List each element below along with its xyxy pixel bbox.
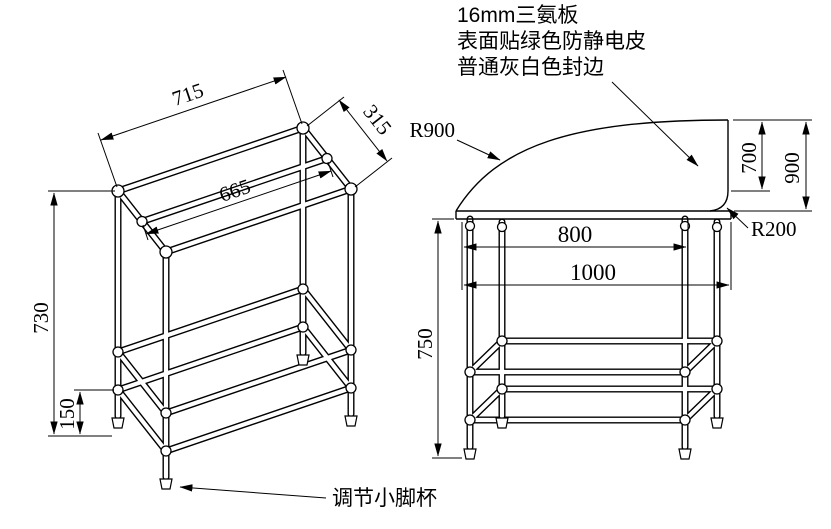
board-note-line-1: 16mm三氨板 xyxy=(457,4,578,27)
dim-label-700: 700 xyxy=(737,142,761,174)
foot-callout-label: 调节小脚杯 xyxy=(332,487,437,510)
dim-label-150: 150 xyxy=(55,398,79,430)
dim-height-730: 730 xyxy=(29,190,115,437)
worktop-profile xyxy=(455,119,732,220)
dim-label-1000: 1000 xyxy=(570,260,616,285)
dim-label-730: 730 xyxy=(29,302,53,334)
dim-depth-900: 900 xyxy=(734,121,812,212)
radius-callout-r200: R200 xyxy=(726,207,797,241)
foot-callout: 调节小脚杯 xyxy=(179,484,437,510)
board-note-line-3: 普通灰白色封边 xyxy=(457,56,604,79)
frame-pipes-fill xyxy=(467,216,720,450)
dim-span-1000: 1000 xyxy=(463,222,732,290)
radius-label-r200: R200 xyxy=(751,217,797,241)
pipe-joints xyxy=(464,220,723,426)
dim-label-900: 900 xyxy=(780,152,804,184)
dim-label-665: 665 xyxy=(216,174,254,207)
adjustable-feet xyxy=(111,354,358,490)
dim-span-800: 800 xyxy=(461,222,689,290)
board-note-callout: 16mm三氨板 表面贴绿色防静电皮 普通灰白色封边 xyxy=(457,4,699,167)
radius-label-r900: R900 xyxy=(409,118,455,142)
dim-depth-700: 700 xyxy=(731,119,812,192)
dim-depth-315: 315 xyxy=(306,96,397,188)
r200-corner xyxy=(709,120,729,212)
frame-pipes-outline xyxy=(466,215,721,451)
dim-height-750: 750 xyxy=(413,218,462,459)
dim-width-715: 715 xyxy=(97,69,303,188)
dim-label-315: 315 xyxy=(358,100,396,140)
pipe-joints xyxy=(111,121,358,457)
r900-arc xyxy=(455,119,729,212)
dim-label-800: 800 xyxy=(558,222,593,247)
board-note-line-2: 表面贴绿色防静电皮 xyxy=(457,30,646,53)
dim-rail-150: 150 xyxy=(55,389,114,435)
right-view-frame xyxy=(455,119,732,460)
adjustable-feet xyxy=(463,417,724,460)
radius-callout-r900: R900 xyxy=(409,118,501,161)
dim-label-750: 750 xyxy=(413,328,437,360)
